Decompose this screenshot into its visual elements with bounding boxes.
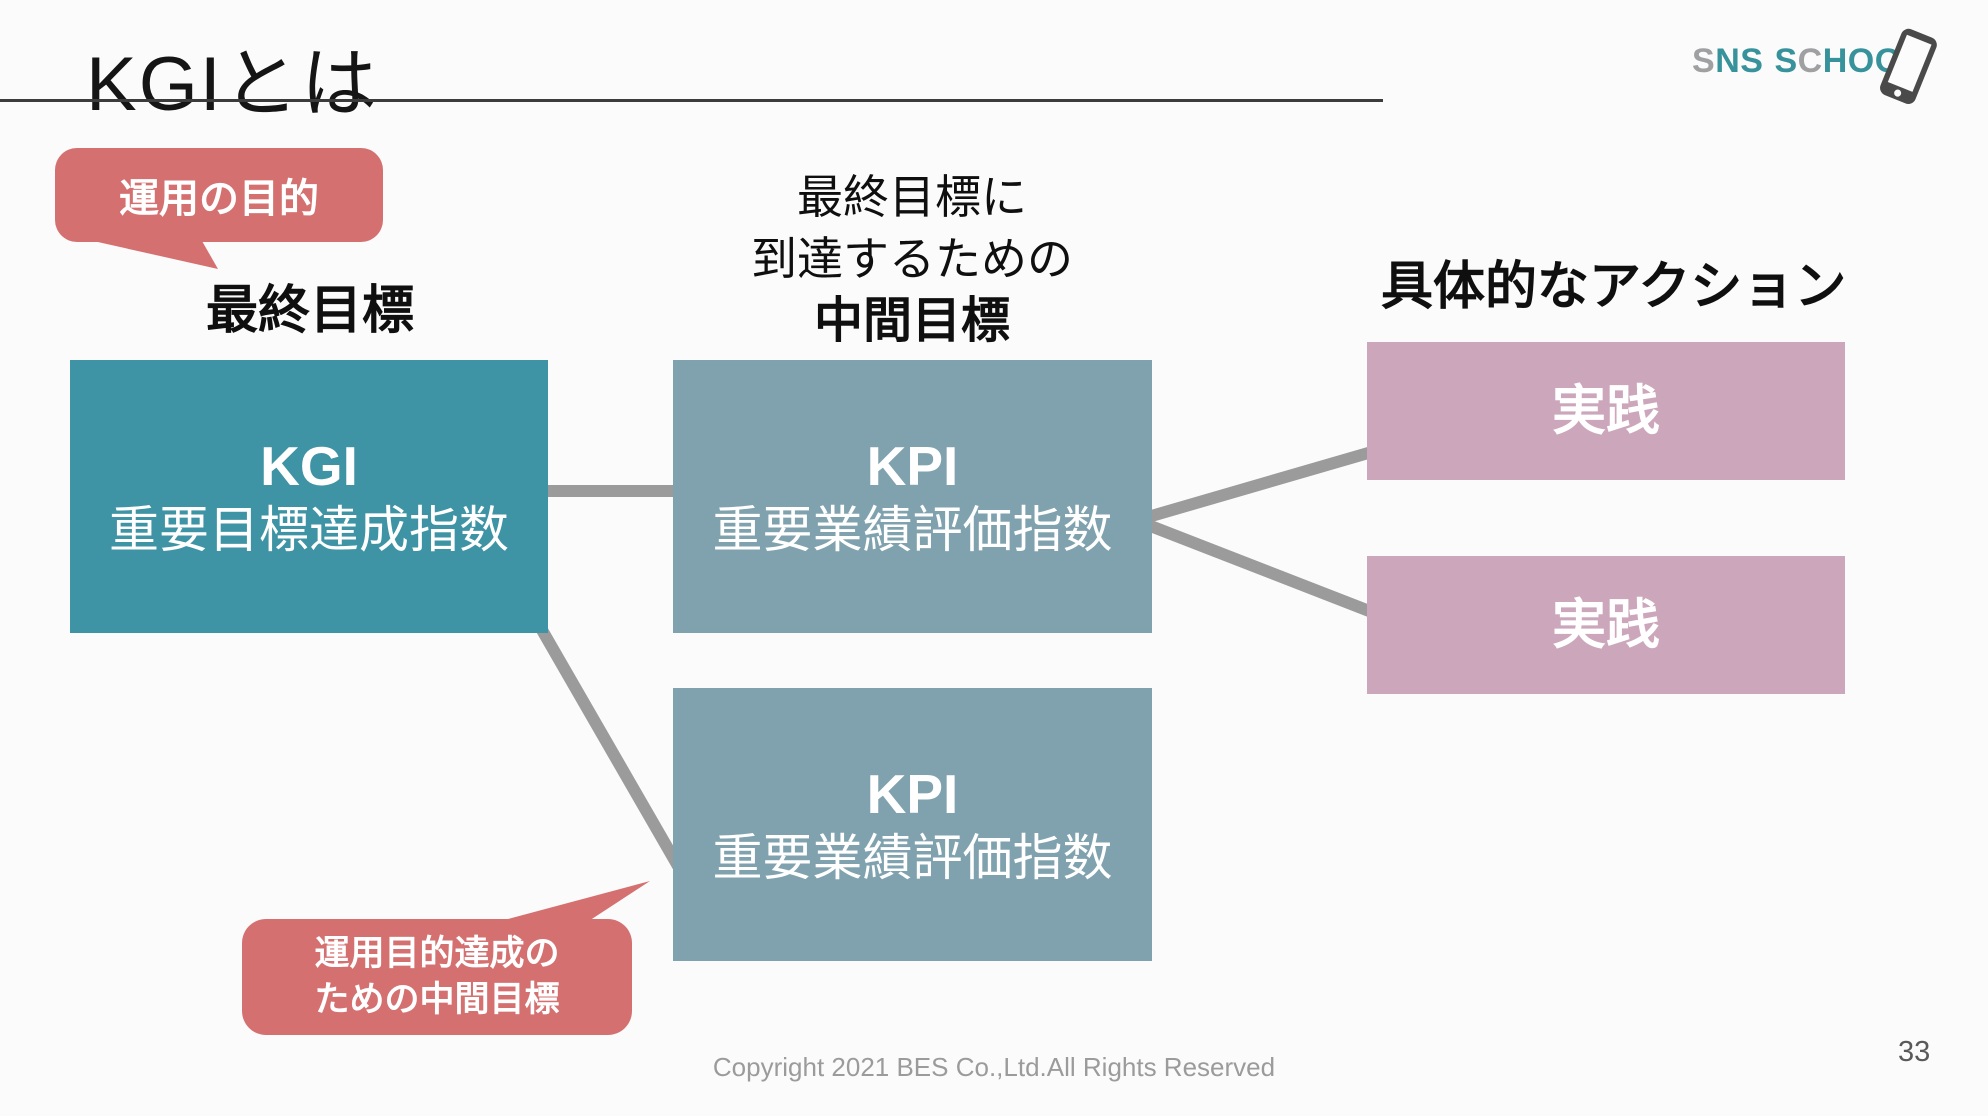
kpi-bottom-box-subtitle: 重要業績評価指数 <box>712 829 1113 886</box>
kgi-box-subtitle: 重要目標達成指数 <box>109 501 509 558</box>
connector-kpi-to-practice-bottom <box>1145 519 1385 622</box>
logo-letter: S <box>1740 42 1764 80</box>
kpi-bottom-box: KPI 重要業績評価指数 <box>673 688 1152 961</box>
kpi-bottom-box-title: KPI <box>866 762 959 825</box>
kpi-top-box: KPI 重要業績評価指数 <box>673 360 1152 633</box>
logo-letter: C <box>1797 42 1823 80</box>
copyright-text: Copyright 2021 BES Co.,Ltd.All Rights Re… <box>712 1052 1276 1082</box>
intermediate-goal-line2: 到達するための <box>751 233 1073 285</box>
callout-intermediate-goal-line2: ための中間目標 <box>314 980 560 1019</box>
logo-letter: N <box>1715 42 1741 80</box>
title-underline <box>0 99 1383 102</box>
kpi-top-box-title: KPI <box>866 434 959 497</box>
intermediate-goal-line3: 中間目標 <box>813 294 1010 348</box>
kgi-box-title: KGI <box>260 434 358 497</box>
practice-top-box: 実践 <box>1367 342 1845 480</box>
connector-kpi-to-practice-top <box>1146 443 1384 523</box>
callout-intermediate-goal-line1: 運用目的達成の <box>314 934 560 973</box>
kpi-top-box-subtitle: 重要業績評価指数 <box>712 501 1113 558</box>
logo-letter: S <box>1692 42 1716 80</box>
logo-letter: H <box>1822 42 1848 80</box>
callout-intermediate-goal: 運用目的達成の ための中間目標 <box>242 919 632 1035</box>
practice-bottom-box-title: 実践 <box>1552 595 1660 655</box>
sns-school-logo: SNS SCHOOL <box>1692 42 1923 81</box>
connector-kgi-to-kpi-bottom <box>517 594 684 869</box>
final-goal-label: 最終目標 <box>205 282 414 340</box>
practice-bottom-box: 実践 <box>1367 556 1845 694</box>
intermediate-goal-label: 最終目標に 到達するための 中間目標 <box>707 166 1117 352</box>
page-number: 33 <box>1898 1036 1931 1068</box>
kgi-box: KGI 重要目標達成指数 <box>70 360 548 633</box>
callout-operation-purpose: 運用の目的 <box>55 148 383 242</box>
page-title: KGIとは <box>86 42 379 127</box>
callout-operation-purpose-text: 運用の目的 <box>119 177 319 221</box>
smartphone-icon <box>1880 28 1937 104</box>
intermediate-goal-line1: 最終目標に <box>797 171 1027 223</box>
practice-top-box-title: 実践 <box>1552 381 1660 441</box>
logo-letter: O <box>1847 42 1875 80</box>
action-label: 具体的なアクション <box>1381 258 1847 316</box>
logo-letter: S <box>1774 42 1798 80</box>
